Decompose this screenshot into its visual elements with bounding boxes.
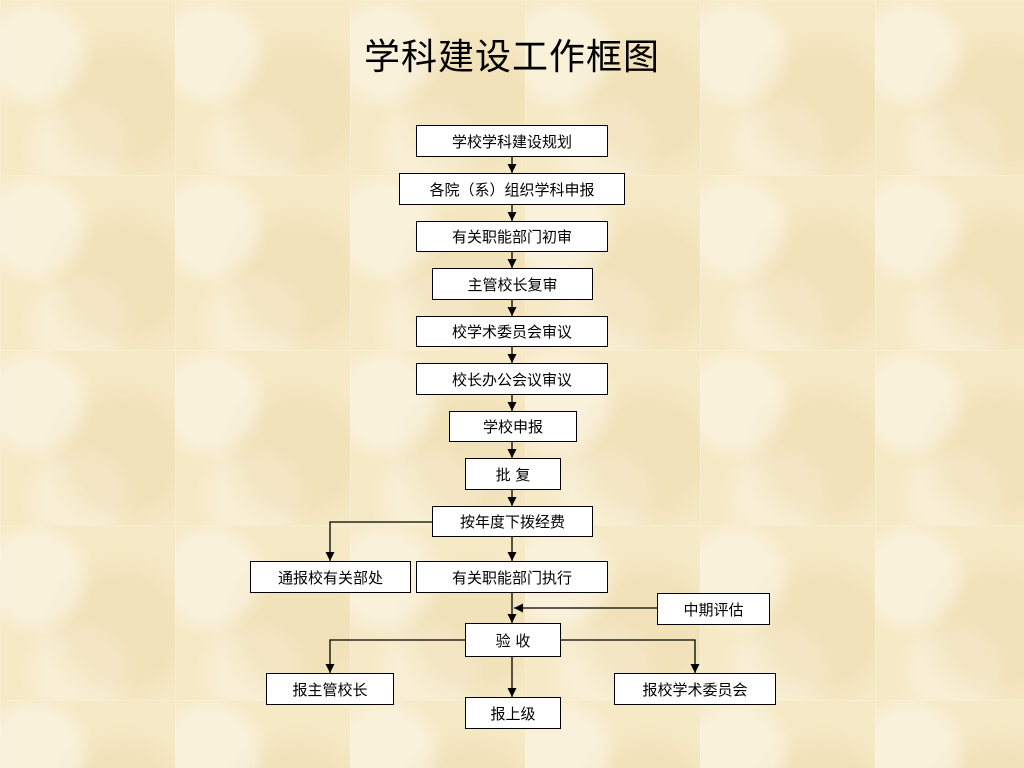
node-school-application: 学校申报: [449, 411, 577, 442]
node-college-application: 各院（系）组织学科申报: [399, 173, 625, 205]
arrow-n13-n16: [561, 639, 700, 673]
node-execution: 有关职能部门执行: [416, 561, 608, 593]
node-acceptance: 验 收: [465, 623, 561, 657]
node-president-review: 主管校长复审: [432, 268, 593, 300]
node-report-superior: 报上级: [465, 697, 561, 729]
node-approval: 批 复: [465, 458, 561, 490]
node-report-president: 报主管校长: [266, 673, 394, 705]
node-midterm-evaluation: 中期评估: [657, 593, 770, 625]
arrow-n9-n10: [325, 521, 432, 561]
node-notify-departments: 通报校有关部处: [250, 561, 411, 593]
arrow-n13-n14: [325, 639, 465, 673]
node-funding: 按年度下拨经费: [432, 506, 593, 537]
node-office-meeting: 校长办公会议审议: [416, 363, 608, 395]
node-report-committee: 报校学术委员会: [614, 673, 776, 705]
node-initial-review: 有关职能部门初审: [416, 221, 608, 252]
page-title: 学科建设工作框图: [363, 37, 660, 78]
node-discipline-plan: 学校学科建设规划: [416, 125, 608, 157]
node-academic-committee: 校学术委员会审议: [416, 316, 608, 347]
